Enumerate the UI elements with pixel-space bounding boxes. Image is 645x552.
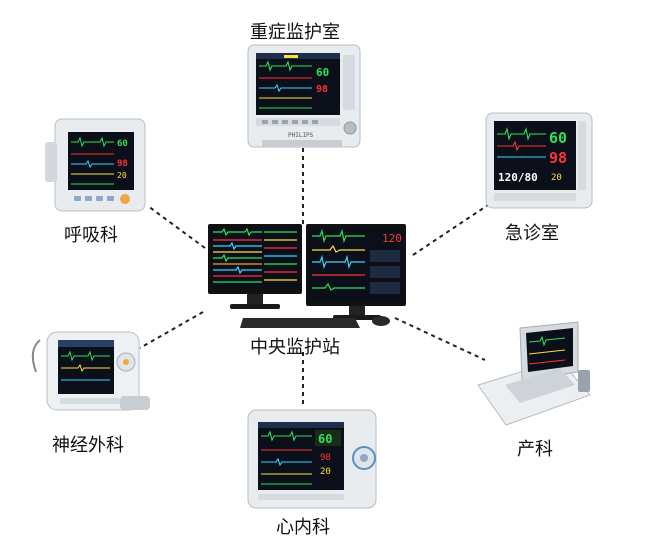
connector-respiratory — [147, 205, 206, 249]
emergency-spo2-readout: 98 — [549, 149, 567, 167]
respiratory-hr-readout: 60 — [117, 139, 128, 149]
mouse — [372, 316, 390, 326]
emergency-rr-readout: 20 — [551, 173, 562, 183]
keyboard — [240, 318, 360, 328]
connector-obstetrics — [394, 317, 486, 361]
connector-neurosurgery — [139, 311, 204, 349]
connectors — [139, 148, 489, 408]
node-label-respiratory: 呼吸科 — [64, 225, 118, 246]
respiratory-monitor-device: 60 98 20 — [45, 118, 146, 212]
icu-spo2-readout: 98 — [316, 84, 328, 95]
node-label-obstetrics: 产科 — [517, 439, 553, 460]
icu-monitor-device: 60 98 PHILIPS — [247, 44, 361, 148]
cardiology-hr-readout: 60 — [318, 432, 332, 446]
cardiology-monitor-device: 60 98 20 — [247, 409, 377, 509]
cardiology-spo2-readout: 98 — [320, 453, 331, 463]
icu-brand-logo: PHILIPS — [288, 132, 314, 139]
obstetrics-monitor-device — [477, 321, 591, 426]
respiratory-rr-readout: 20 — [117, 171, 127, 180]
emergency-monitor-device: 60 98 120/80 20 — [485, 112, 593, 209]
node-label-center: 中央监护站 — [250, 337, 340, 358]
center-readout: 120 — [382, 232, 402, 245]
node-label-neurosurgery: 神经外科 — [52, 435, 124, 456]
cardiology-rr-readout: 20 — [320, 467, 331, 477]
node-label-emergency: 急诊室 — [505, 223, 559, 244]
icu-hr-readout: 60 — [316, 66, 329, 79]
connector-emergency — [412, 204, 489, 256]
node-label-cardiology: 心内科 — [276, 517, 330, 538]
central-station-device: 120 — [208, 224, 406, 328]
emergency-hr-readout: 60 — [549, 129, 567, 147]
respiratory-spo2-readout: 98 — [117, 159, 128, 169]
neurosurgery-monitor-device — [31, 331, 150, 411]
emergency-bp-readout: 120/80 — [498, 171, 538, 184]
node-label-icu: 重症监护室 — [250, 22, 340, 43]
